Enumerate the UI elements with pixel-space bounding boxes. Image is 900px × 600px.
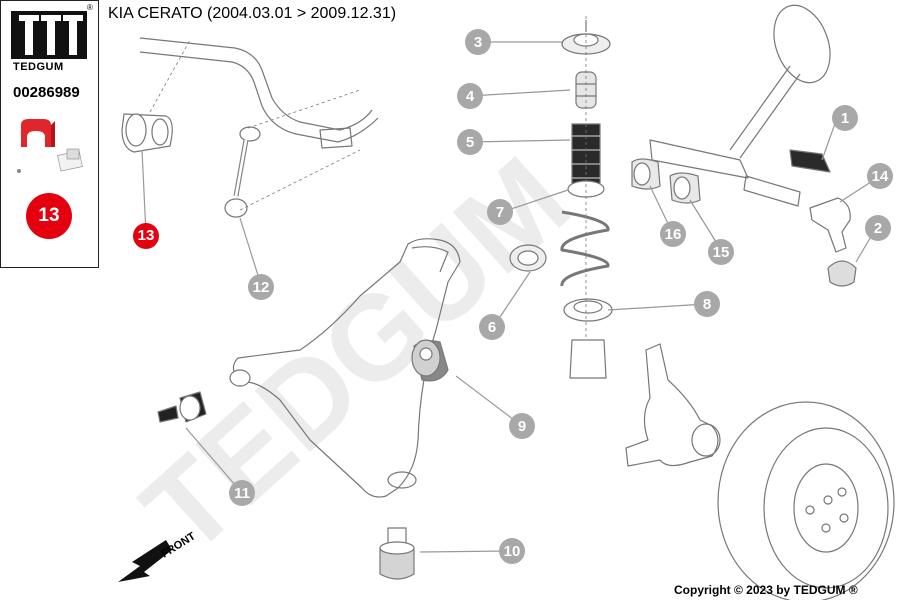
callout-1: 1 [841, 110, 849, 127]
callout-16: 16 [665, 226, 682, 243]
callout-badges: 1 2 3 4 5 6 7 8 9 10 11 12 13 14 15 16 [133, 29, 893, 564]
callout-7: 7 [496, 204, 504, 221]
callout-4: 4 [466, 88, 475, 105]
steering-rack-bushings [631, 158, 701, 204]
watermark: TEDGUM [118, 132, 594, 580]
lower-control-arm [232, 238, 461, 498]
vehicle-title: KIA CERATO (2004.03.01 > 2009.12.31) [108, 5, 397, 22]
callout-2: 2 [874, 220, 882, 237]
wheel [717, 401, 895, 600]
tedgum-logo [11, 11, 87, 59]
callout-3: 3 [474, 34, 482, 51]
tie-rod-end [809, 197, 851, 253]
position-badge: 13 [26, 193, 72, 239]
part-number: 00286989 [13, 84, 80, 101]
callout-14: 14 [872, 168, 889, 185]
subframe-bushing [157, 369, 251, 423]
stabilizer-link [224, 126, 261, 218]
control-arm-bushing [411, 339, 449, 382]
product-photo [17, 119, 83, 173]
stabilizer-bar [139, 37, 373, 131]
front-arrow-icon [118, 540, 172, 582]
callout-11: 11 [234, 485, 250, 502]
dust-boot [789, 149, 831, 173]
steering-column [649, 4, 831, 207]
callout-8: 8 [703, 296, 711, 313]
ball-joint-boot [827, 260, 857, 287]
callout-13: 13 [138, 227, 155, 244]
callout-15: 15 [713, 244, 730, 261]
callout-6: 6 [488, 319, 496, 336]
callout-9: 9 [518, 418, 526, 435]
control-arm-rear-bushing [379, 527, 415, 580]
copyright-notice: Copyright © 2023 by TEDGUM ® [674, 583, 858, 597]
callout-12: 12 [253, 279, 270, 296]
steering-knuckle [625, 343, 719, 467]
callout-10: 10 [504, 543, 521, 560]
registered-mark: ® [87, 3, 93, 12]
product-info-panel: ® TEDGUM 00286989 13 [0, 0, 99, 268]
callout-5: 5 [466, 134, 474, 151]
brand-name: TEDGUM [13, 61, 64, 73]
